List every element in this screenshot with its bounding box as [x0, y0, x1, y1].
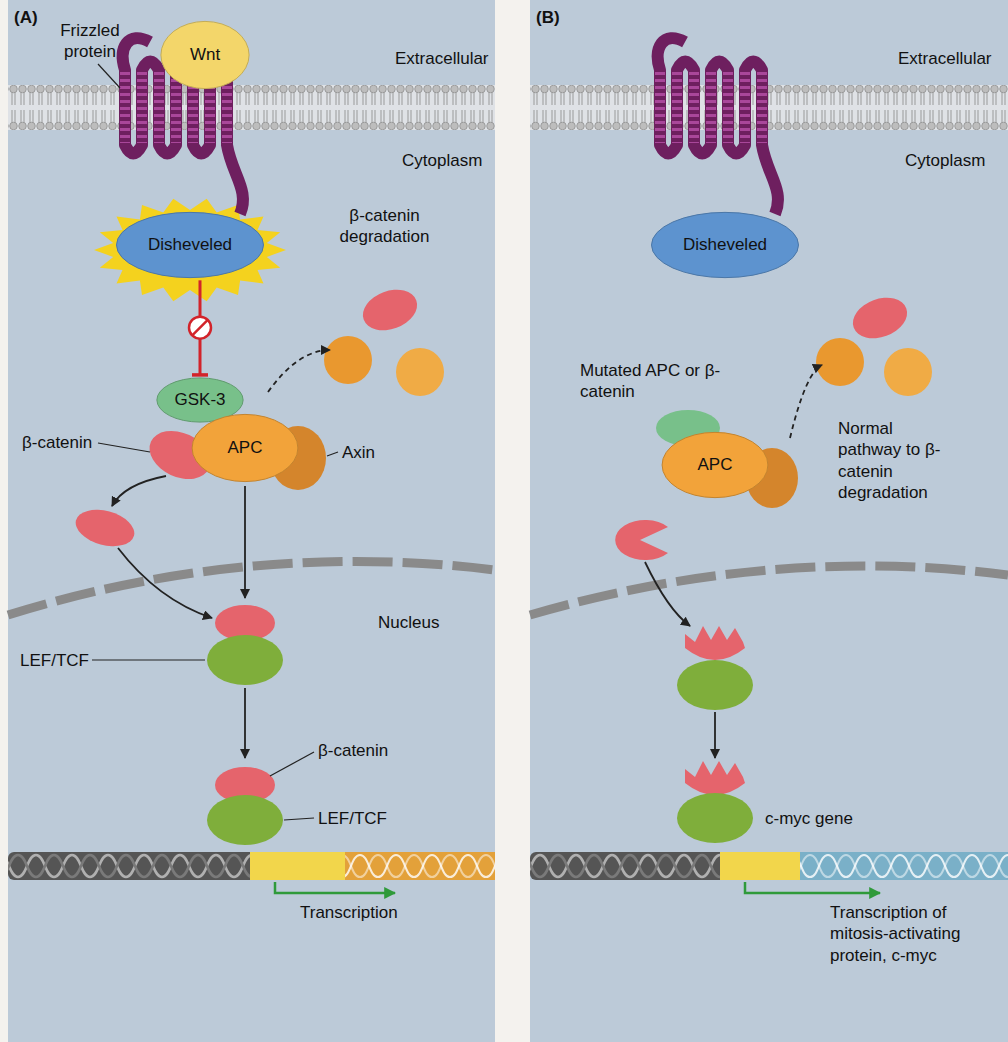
- protein-label: LEF/TCF: [318, 808, 387, 829]
- panel-letter: (B): [536, 8, 560, 28]
- apc-protein: APC: [661, 431, 769, 499]
- region-label: Cytoplasm: [905, 150, 985, 171]
- protein-label: Axin: [342, 442, 375, 463]
- protein-label: β-catenin: [318, 740, 388, 761]
- protein-label: β-catenin: [22, 432, 92, 453]
- disheveled-protein: Disheveled: [650, 211, 800, 279]
- protein-name: Wnt: [190, 45, 220, 65]
- apc-protein: APC: [191, 413, 299, 483]
- process-label: Normal pathway to β-catenin degradation: [838, 418, 948, 503]
- region-label: Extracellular: [395, 48, 489, 69]
- inhibition-symbol: [193, 320, 208, 335]
- region-label: Cytoplasm: [402, 150, 482, 171]
- process-label: Transcription of mitosis-activating prot…: [830, 902, 990, 966]
- panel-letter: (A): [14, 8, 38, 28]
- protein-name: Disheveled: [683, 235, 767, 255]
- note-label: Mutated APC or β-catenin: [580, 360, 740, 403]
- protein-name: APC: [698, 455, 733, 475]
- protein-label: LEF/TCF: [20, 650, 89, 671]
- region-label: Nucleus: [378, 612, 439, 633]
- protein-name: Disheveled: [148, 235, 232, 255]
- protein-name: GSK-3: [174, 390, 225, 410]
- protein-label: Frizzled protein: [50, 20, 130, 63]
- protein-name: APC: [228, 438, 263, 458]
- gene-label: c-myc gene: [765, 808, 853, 829]
- region-label: Extracellular: [898, 48, 992, 69]
- wnt-ligand: Wnt: [160, 20, 250, 90]
- process-label: β-catenin degradation: [322, 205, 447, 248]
- disheveled-protein: Disheveled: [115, 211, 265, 279]
- inhibition-symbol: [189, 317, 211, 339]
- process-label: Transcription: [300, 902, 398, 923]
